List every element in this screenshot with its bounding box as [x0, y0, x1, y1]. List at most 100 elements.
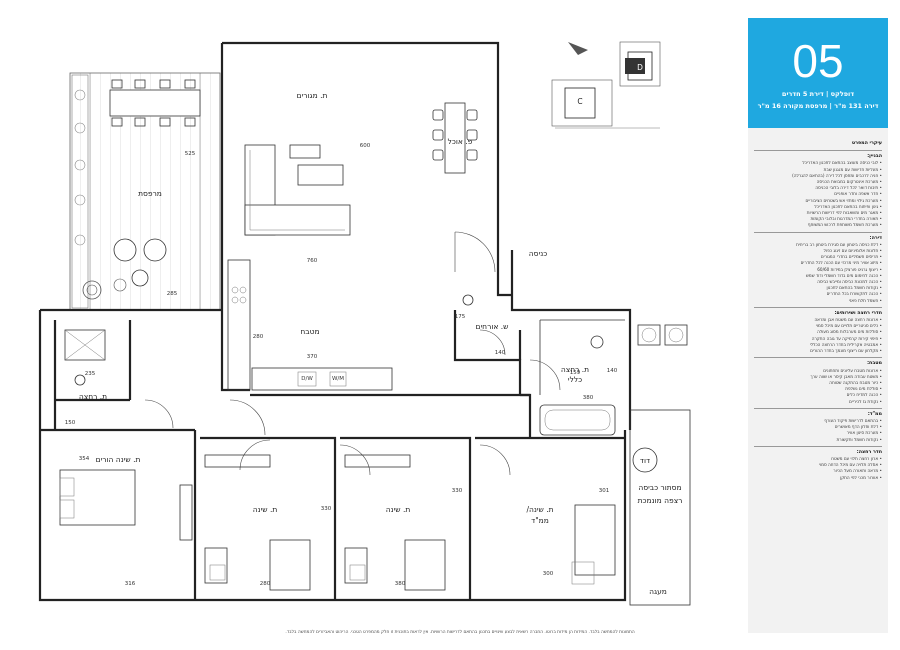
dim-525: 525 — [185, 151, 196, 157]
balcony-lounge — [113, 238, 167, 292]
specs-line: • הכנה לתקשורת בכל החדרים — [826, 291, 882, 297]
room-balcony: מרפסת — [138, 189, 162, 198]
beds — [59, 454, 616, 591]
specs-line: • נקודת גז לכיריים — [848, 398, 882, 404]
unit-type: דופלקס | דירת 5 חדרים — [781, 90, 855, 98]
key-plan — [551, 41, 661, 129]
specs-line: • סוללת מים נשלפת — [845, 386, 882, 392]
room-dining: פ. אוכל — [448, 137, 473, 146]
dim-280-bedroom: 280 — [260, 581, 271, 587]
dim-380-bath: 380 — [583, 395, 594, 401]
specs-line: • חניה לרכבים ומחסן לכל דירה (בהתאם להגר… — [792, 172, 882, 178]
specs-line: • תריסים חשמליים בחדרי המגורים — [820, 254, 882, 260]
specs-line: • הכנה למכונת כביסה ומייבש כביסה — [817, 279, 882, 285]
specs-section-heading: הבניין: — [867, 154, 882, 160]
specs-line: • חלונות אלומיניום עם זיגוג כפול — [823, 248, 882, 254]
specs-line: • ארונות מטבח עליונים ותחתונים — [823, 367, 882, 373]
specs-line: • משטח עבודה מאבן קיסר או שווה ערך — [810, 373, 882, 379]
footnote: התמונות להמחשה בלבד. המידות הן מידות ברו… — [285, 630, 635, 635]
specs-line: • נקודות חשמל ותקשורת — [836, 436, 882, 442]
dim-330-b: 330 — [452, 488, 463, 494]
room-bedroom-study-sub: ממ"ד — [531, 516, 549, 525]
specs-line: • אמבטיה אקרילית בחדר הרחצה הכללי — [809, 341, 882, 347]
specs-divider — [754, 306, 882, 308]
room-bedroom-a: ת. שינה — [253, 505, 278, 514]
dim-300: 300 — [543, 571, 554, 577]
dim-140-bath: 140 — [607, 368, 618, 374]
specs-line: • מערכת אינטרקום במבואת הכניסה — [816, 179, 882, 185]
specs-line: • נקודות חשמל בהתאם לתכנון — [826, 285, 882, 291]
washer-label: W/M — [332, 376, 344, 382]
specs-line: • מעליות חדישות עם מנגנון שבת — [823, 166, 882, 172]
specs-line: • מאגר מים ומשאבות לפי דרישות הרשויות — [806, 210, 882, 216]
specs-line: • לובי כניסה מעוצב בהתאם לתכנון האדריכל — [802, 160, 882, 166]
specs-line: • אסלה תלויה עם מיכל הדחה סמוי — [819, 462, 882, 468]
specs-section-heading: חדר רחצה: — [856, 449, 882, 455]
specs-line: • מיזוג אוויר מיני מרכזי עם הכנה לכל החד… — [800, 260, 882, 266]
specs-line: • אוורור מכני לפי התקן — [840, 474, 882, 480]
specs-line: • הכנה למדיח כלים — [846, 392, 882, 398]
walls — [38, 41, 632, 602]
specs-line: • מערכת חשמל משותפת לרכוש המשותף — [807, 222, 882, 228]
specs-line: • מקלחון עם ריצוף מונמך בחדר ההורים — [810, 348, 882, 354]
balcony-table — [109, 79, 201, 127]
specs-line: • מערכת סינון אוויר — [846, 430, 882, 436]
room-master-bedroom: ת. שינה הורים — [96, 455, 141, 464]
room-entrance: כניסה — [529, 249, 547, 258]
dim-370: 370 — [307, 354, 318, 360]
boiler-label: דוד — [640, 456, 650, 465]
specs-line: • הכנה לחימום מים בדוד חשמלי ודוד שמש — [805, 272, 882, 278]
unit-number: 05 — [792, 35, 844, 87]
room-bathroom: ת. רחצה — [561, 365, 589, 374]
doors — [144, 231, 561, 476]
specs-line: • גינון ופיתוח בהתאם לתכנון האדריכל — [814, 203, 882, 209]
dim-600: 600 — [360, 143, 371, 149]
dim-354: 354 — [79, 456, 90, 462]
room-bedroom-study: ת. שינה/ — [526, 505, 553, 514]
room-guest-wc: ש. אורחים — [476, 322, 509, 331]
unit-area: דירה 131 מ"ר | מרפסת מקורה 16 מ"ר — [757, 102, 879, 110]
dishwasher-label: D/W — [301, 376, 313, 382]
specs-line: • דלת וחלון הדף מאושרים — [834, 424, 882, 430]
specs-line: • ארון רחצה תלוי עם משטח — [831, 455, 882, 461]
room-bathroom-sub: כללי — [568, 375, 582, 384]
specs-line: • מערכת גילוי ומתזי אש בשטחים הציבוריים — [805, 197, 882, 203]
unit-info-panel: 05 דופלקס | דירת 5 חדרים דירה 131 מ"ר | … — [748, 18, 888, 633]
dim-330-a: 330 — [321, 506, 332, 512]
specs-divider — [754, 445, 882, 447]
specs-line: • כלים סניטריים תלויים עם מיכל סמוי — [815, 323, 882, 329]
specs-line: • מראה ותאורה מעל הכיור — [833, 468, 882, 474]
specs-line: • כיור מטבח בהתקנה שטוחה — [829, 379, 882, 385]
dim-760: 760 — [307, 258, 318, 264]
specs-title: עיקרי המפרט — [851, 141, 882, 146]
room-living: ת. מגורים — [297, 91, 328, 100]
specs-line: • סוללות מים מערבלות מסוג מעולה — [817, 329, 882, 335]
dim-235: 235 — [85, 371, 96, 377]
room-shelter: מסתור כביסה — [638, 483, 681, 492]
specifications: עיקרי המפרט הבניין:• לובי כניסה מעוצב בהת… — [754, 138, 882, 481]
specs-section-heading: דירה: — [869, 235, 882, 241]
key-plan-d: D — [637, 63, 643, 72]
room-shelter-sub: רצפה מונמכת — [638, 496, 683, 505]
specs-line: • חשמל תלת פאזי — [848, 297, 882, 303]
specs-line: • ארונות רחצה עם משטח אבן ומראה — [814, 317, 882, 323]
dim-175: 175 — [455, 314, 466, 320]
specs-line: • חדר אשפה וחדר אופניים — [834, 191, 882, 197]
specs-section-heading: חדרי רחצה ושירותים: — [834, 310, 882, 316]
kitchen-counter — [227, 259, 393, 391]
specs-section-heading: ממ"ד: — [867, 411, 882, 417]
specs-section-heading: מטבח: — [867, 361, 882, 367]
dim-316: 316 — [125, 581, 136, 587]
dim-301: 301 — [599, 488, 610, 494]
specs-line: • תאורה בחדרי המדרגות ובלובי הקומות — [810, 216, 882, 222]
dim-280-kitchen: 280 — [253, 334, 264, 340]
specs-line: • בהתאם לדרישות פיקוד העורף — [824, 417, 882, 423]
key-plan-c: C — [577, 97, 582, 106]
balcony-planters — [71, 74, 102, 309]
specs-line: • תיבות דואר לכל דירה בלובי הכניסה — [815, 185, 882, 191]
specs-divider — [754, 150, 882, 152]
laundry-area — [629, 409, 691, 606]
bathroom-fixtures — [64, 294, 688, 436]
specs-divider — [754, 407, 882, 409]
